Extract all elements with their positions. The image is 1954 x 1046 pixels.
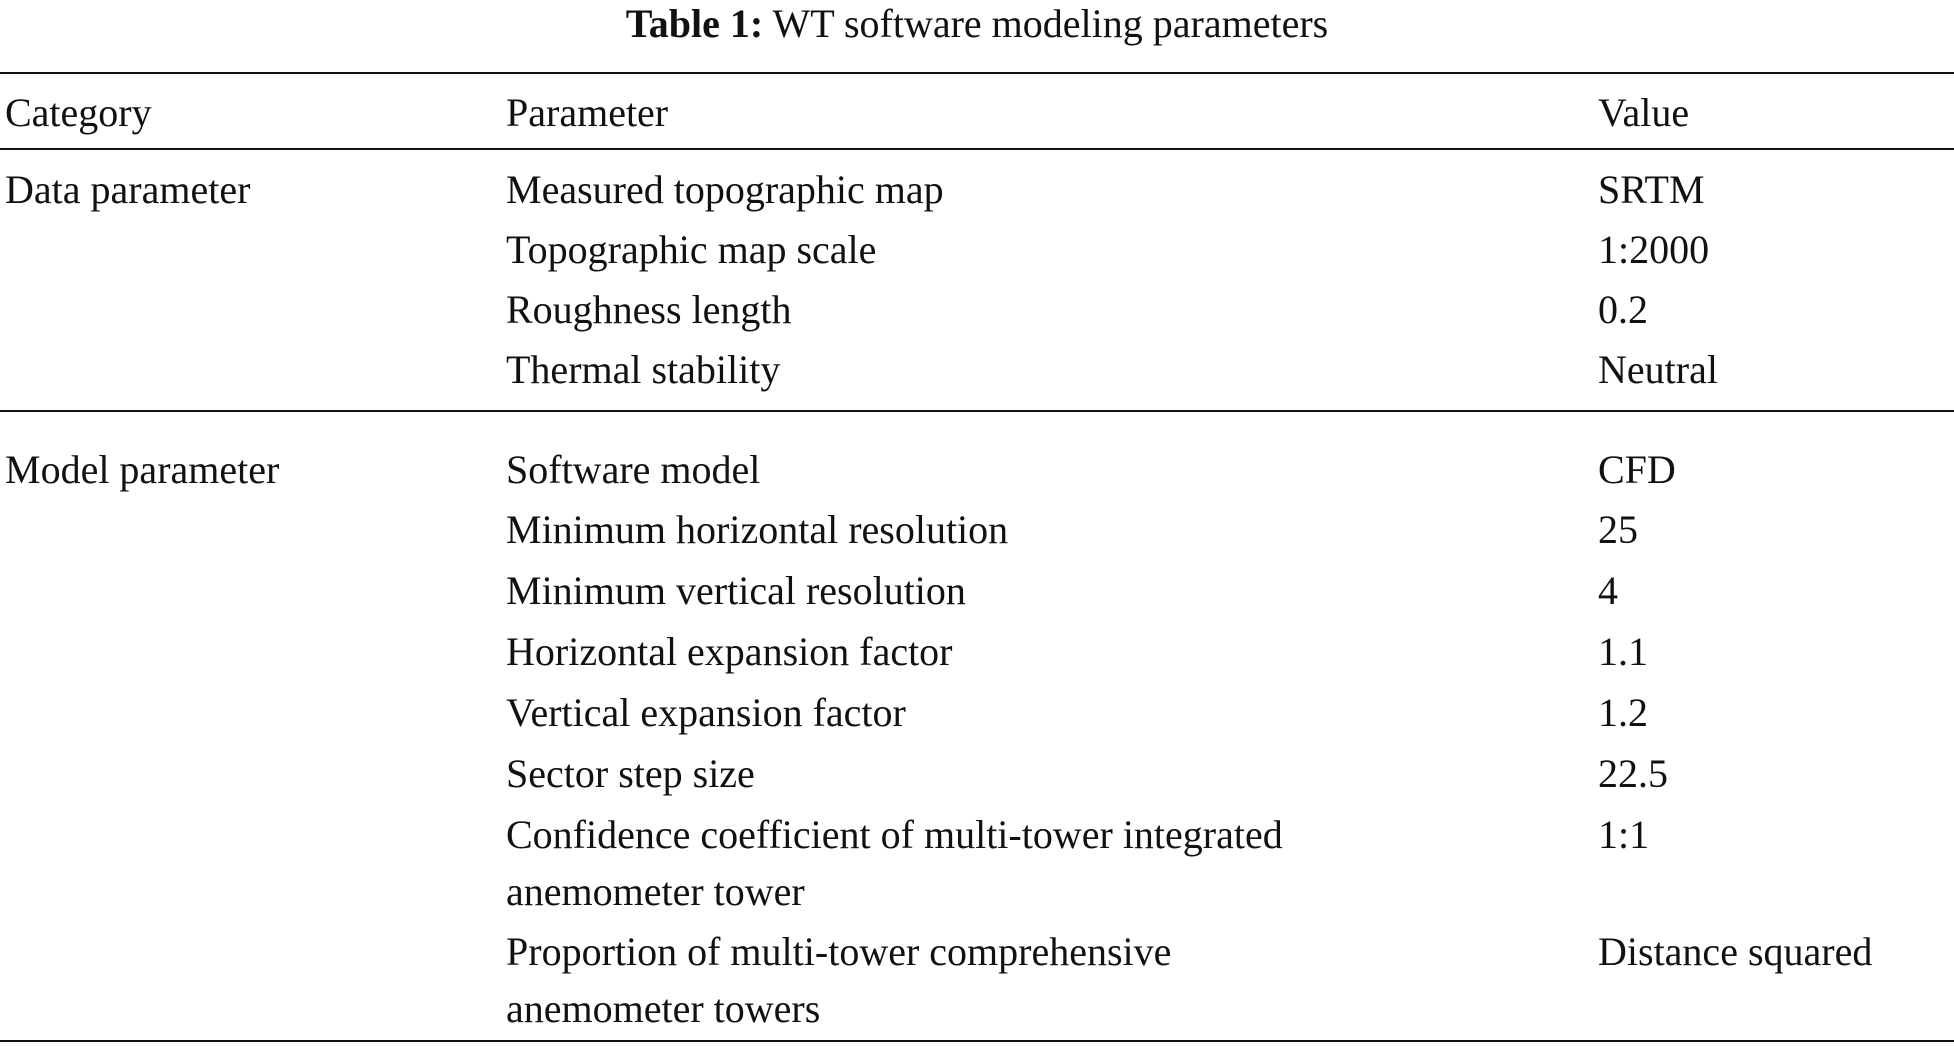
table-row-parameter-continued: anemometer towers [506, 986, 821, 1031]
caption-title: WT software modeling parameters [772, 1, 1329, 46]
group-category-data: Data parameter [5, 167, 251, 212]
table-row-value: Neutral [1598, 347, 1718, 392]
table-caption: Table 1: WT software modeling parameters [0, 0, 1954, 48]
table-row-parameter: Software model [506, 447, 761, 492]
table-row-value: 1.2 [1598, 690, 1648, 735]
table-row-parameter: Confidence coefficient of multi-tower in… [506, 812, 1283, 857]
table-row-value: 22.5 [1598, 751, 1668, 796]
table-row-value: Distance squared [1598, 929, 1873, 974]
group-divider-rule [0, 410, 1954, 412]
table-row-parameter: Sector step size [506, 751, 755, 796]
table-row-value: 25 [1598, 507, 1638, 552]
table-row-value: 1:1 [1598, 812, 1650, 857]
bottom-rule [0, 1040, 1954, 1042]
header-rule [0, 148, 1954, 150]
table-row-parameter: Horizontal expansion factor [506, 629, 953, 674]
table-row-parameter: Vertical expansion factor [506, 690, 906, 735]
top-rule [0, 72, 1954, 74]
header-category: Category [5, 90, 152, 135]
table-row-parameter: Roughness length [506, 287, 792, 332]
group-category-model: Model parameter [5, 447, 280, 492]
table-row-parameter: Minimum vertical resolution [506, 568, 966, 613]
table-row-parameter: Topographic map scale [506, 227, 877, 272]
header-value: Value [1598, 90, 1690, 135]
table-row-value: 1:2000 [1598, 227, 1710, 272]
caption-label: Table 1: [625, 1, 764, 46]
table-row-parameter-continued: anemometer tower [506, 869, 805, 914]
table-row-parameter: Thermal stability [506, 347, 781, 392]
header-parameter: Parameter [506, 90, 669, 135]
table-row-value: SRTM [1598, 167, 1705, 212]
table-row-parameter: Measured topographic map [506, 167, 944, 212]
table-row-parameter: Proportion of multi-tower comprehensive [506, 929, 1172, 974]
table-row-value: 0.2 [1598, 287, 1648, 332]
table-row-value: CFD [1598, 447, 1676, 492]
table-row-value: 4 [1598, 568, 1618, 613]
table-row-value: 1.1 [1598, 629, 1648, 674]
table-row-parameter: Minimum horizontal resolution [506, 507, 1009, 552]
